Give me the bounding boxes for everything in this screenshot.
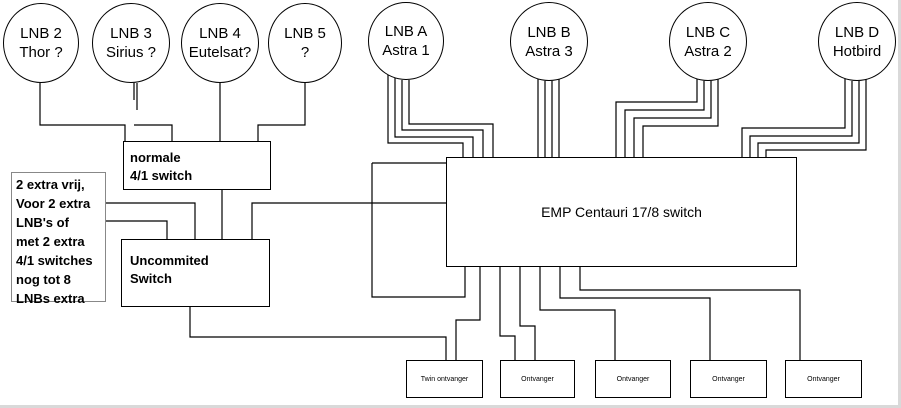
lnb-5: LNB 5 ? bbox=[268, 3, 342, 83]
lnb-3: LNB 3 Sirius ? bbox=[92, 3, 170, 83]
wire bbox=[624, 81, 705, 157]
receiver: Ontvanger bbox=[595, 360, 671, 398]
note-line: 4/1 switches bbox=[16, 253, 93, 268]
receiver-label: Ontvanger bbox=[521, 375, 554, 383]
wire bbox=[642, 79, 719, 157]
switch-line2: Switch bbox=[130, 271, 172, 286]
wire bbox=[394, 78, 474, 157]
wire bbox=[539, 267, 616, 360]
switch-line1: Uncommited bbox=[130, 253, 209, 268]
wire bbox=[615, 79, 698, 157]
note-line: Voor 2 extra bbox=[16, 196, 91, 211]
bottom-edge bbox=[0, 405, 901, 408]
lnb-label: LNB A bbox=[384, 23, 428, 40]
emp-centauri-switch-box: EMP Centauri 17/8 switch bbox=[446, 157, 797, 267]
lnb-label: LNB 2 bbox=[20, 25, 62, 42]
lnb-satellite: Sirius ? bbox=[105, 44, 157, 61]
wire bbox=[257, 83, 306, 142]
wire bbox=[757, 81, 860, 157]
wire bbox=[189, 307, 447, 360]
lnb-a: LNB A Astra 1 bbox=[368, 2, 444, 80]
receiver: Ontvanger bbox=[500, 360, 575, 398]
normal-switch-box: normale 4/1 switch bbox=[123, 141, 271, 190]
lnb-satellite: ? bbox=[300, 44, 310, 61]
lnb-4: LNB 4 Eutelsat? bbox=[181, 3, 259, 83]
wire bbox=[134, 124, 173, 142]
receiver-label: Twin ontvanger bbox=[420, 375, 469, 383]
wire bbox=[741, 79, 846, 157]
lnb-c: LNB C Astra 2 bbox=[669, 2, 747, 81]
lnb-label: LNB 4 bbox=[199, 25, 241, 42]
uncommitted-switch-box: Uncommited Switch bbox=[121, 239, 270, 307]
receiver-label: Ontvanger bbox=[712, 375, 745, 383]
switch-line1: normale bbox=[130, 150, 181, 165]
note-line: met 2 extra bbox=[16, 234, 85, 249]
wire bbox=[387, 75, 464, 157]
lnb-satellite: Eutelsat? bbox=[188, 44, 252, 61]
right-edge bbox=[898, 0, 901, 408]
lnb-label: LNB D bbox=[834, 23, 880, 41]
wire bbox=[455, 267, 481, 360]
wire bbox=[106, 220, 168, 239]
wire bbox=[251, 202, 446, 239]
lnb-satellite: Astra 1 bbox=[382, 42, 430, 59]
lnb-satellite: Hotbird bbox=[832, 42, 882, 60]
lnb-2: LNB 2 Thor ? bbox=[3, 3, 79, 83]
lnb-satellite: Thor ? bbox=[19, 44, 63, 61]
wire bbox=[633, 81, 712, 157]
receiver-twin: Twin ontvanger bbox=[406, 360, 483, 398]
switch-label: EMP Centauri 17/8 switch bbox=[541, 204, 702, 220]
receiver: Ontvanger bbox=[690, 360, 767, 398]
receiver-label: Ontvanger bbox=[807, 375, 840, 383]
wire bbox=[401, 80, 484, 157]
wire bbox=[371, 163, 466, 298]
lnb-satellite: Astra 3 bbox=[525, 42, 573, 60]
note-line: nog tot 8 bbox=[16, 272, 71, 287]
wire bbox=[579, 267, 801, 360]
wire bbox=[765, 79, 867, 157]
lnb-b: LNB B Astra 3 bbox=[510, 2, 588, 81]
lnb-label: LNB B bbox=[527, 23, 571, 41]
wire bbox=[749, 81, 853, 157]
switch-line2: 4/1 switch bbox=[130, 168, 193, 183]
wire bbox=[408, 80, 494, 157]
note-box: 2 extra vrij, Voor 2 extra LNB's of met … bbox=[11, 172, 106, 306]
wire bbox=[499, 267, 516, 360]
wire bbox=[106, 202, 196, 239]
wire bbox=[39, 83, 126, 142]
lnb-satellite: Astra 2 bbox=[684, 42, 732, 60]
note-line: LNBs extra bbox=[16, 291, 85, 306]
wire bbox=[559, 267, 711, 360]
note-line: LNB's of bbox=[16, 215, 69, 230]
lnb-label: LNB C bbox=[685, 23, 731, 41]
lnb-label: LNB 5 bbox=[284, 25, 326, 42]
receiver-label: Ontvanger bbox=[616, 375, 650, 383]
lnb-label: LNB 3 bbox=[110, 25, 152, 42]
receiver: Ontvanger bbox=[785, 360, 862, 398]
note-line: 2 extra vrij, bbox=[16, 177, 85, 192]
lnb-d: LNB D Hotbird bbox=[818, 2, 896, 81]
wire bbox=[519, 267, 536, 360]
